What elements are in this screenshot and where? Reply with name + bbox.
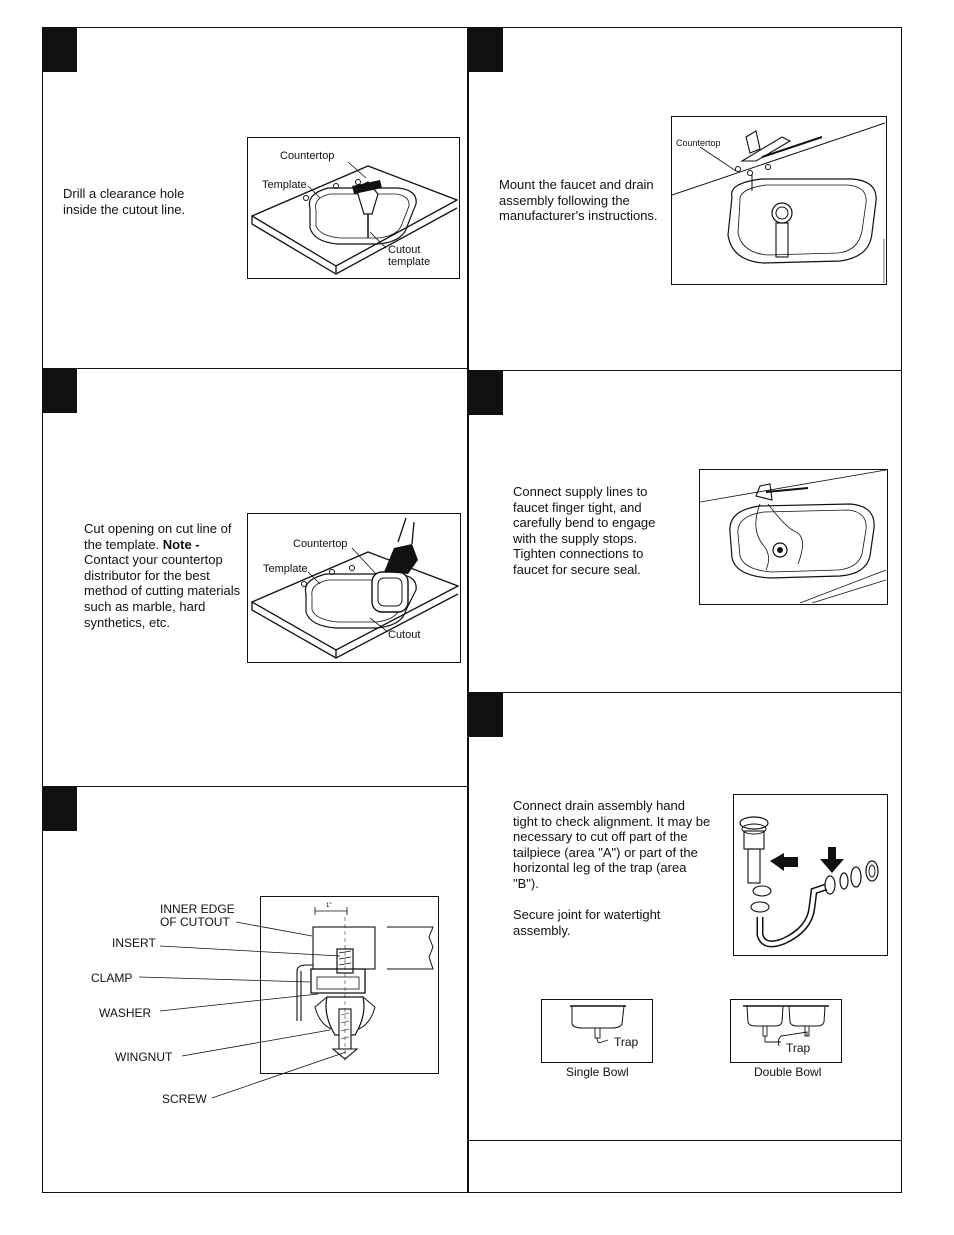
- row-divider-right-1: [467, 370, 902, 371]
- row-divider-right-2: [467, 692, 902, 693]
- callout-wingnut: WINGNUT: [115, 1050, 173, 1064]
- double-bowl-caption: Double Bowl: [754, 1065, 822, 1079]
- callout-inner-edge-1: INNER EDGE: [160, 902, 235, 916]
- cut-label-template: Template: [263, 563, 308, 575]
- callout-clamp: CLAMP: [91, 971, 133, 985]
- step-tab-clamp: [43, 787, 77, 831]
- row-divider-right-3: [467, 1140, 902, 1141]
- double-bowl-trap-label: Trap: [786, 1041, 811, 1055]
- cut-figure: Countertop Template Cutout: [247, 513, 461, 663]
- page-frame: [42, 27, 902, 1193]
- cut-label-countertop: Countertop: [293, 538, 348, 550]
- drain-figure: [733, 794, 888, 956]
- row-divider-left-2: [42, 786, 468, 787]
- drain-illustration: [739, 816, 879, 948]
- single-bowl-figure: Trap: [541, 999, 653, 1063]
- callout-insert: INSERT: [112, 936, 156, 950]
- drill-label-template: Template: [262, 179, 307, 191]
- single-bowl-caption: Single Bowl: [566, 1065, 629, 1079]
- cut-instructions: Cut opening on cut line of the template.…: [84, 521, 241, 630]
- faucet-illustration: [672, 122, 885, 283]
- supply-instructions: Connect supply lines to faucet finger ti…: [513, 484, 656, 577]
- single-bowl-illustration: [570, 1005, 626, 1043]
- callout-washer: WASHER: [99, 1006, 152, 1020]
- drill-label-cutout-1: Cutout: [388, 244, 421, 256]
- double-bowl-illustration: [743, 1005, 829, 1047]
- drill-instructions: Drill a clearance hole inside the cutout…: [63, 186, 186, 217]
- step-tab-supply: [469, 371, 503, 415]
- step-tab-drill: [43, 28, 77, 72]
- cut-label-cutout: Cutout: [388, 629, 421, 641]
- drain-instructions: Connect drain assembly hand tight to che…: [513, 798, 711, 938]
- supply-illustration: [700, 470, 886, 603]
- faucet-instructions: Mount the faucet and drain assembly foll…: [499, 177, 658, 224]
- faucet-figure: Countertop: [671, 116, 887, 285]
- drill-label-cutout-2: template: [388, 256, 431, 268]
- single-bowl-trap-label: Trap: [614, 1035, 639, 1049]
- callout-screw: SCREW: [162, 1092, 207, 1106]
- drill-illustration: [250, 161, 458, 275]
- step-tab-faucet: [469, 28, 503, 72]
- clamp-illustration: 1": [296, 903, 434, 1063]
- supply-figure: [699, 469, 888, 605]
- double-bowl-figure: Trap: [730, 999, 842, 1063]
- drill-figure: Countertop Template Cutout template: [247, 137, 460, 279]
- faucet-label-countertop: Countertop: [676, 138, 721, 148]
- callout-inner-edge-2: OF CUTOUT: [160, 915, 230, 929]
- clamp-figure: 1": [260, 896, 439, 1074]
- step-tab-drain: [469, 693, 503, 737]
- svg-text:1": 1": [326, 903, 331, 909]
- step-tab-cut: [43, 369, 77, 413]
- drill-label-countertop: Countertop: [280, 150, 335, 162]
- row-divider-left-1: [42, 368, 468, 369]
- cut-illustration: [250, 517, 459, 659]
- column-divider: [467, 27, 469, 1193]
